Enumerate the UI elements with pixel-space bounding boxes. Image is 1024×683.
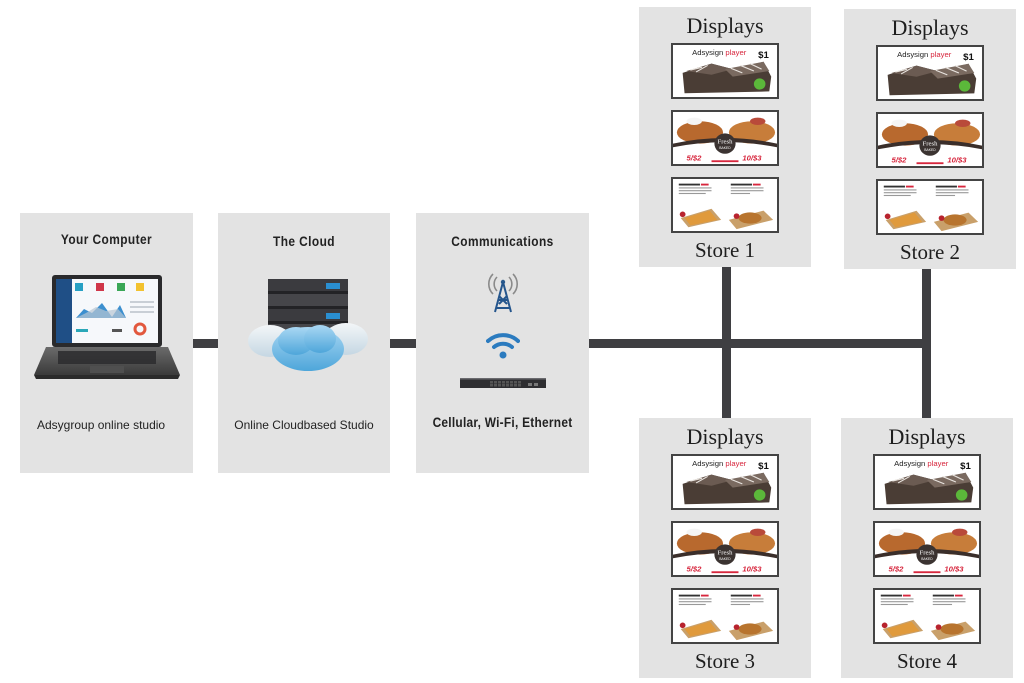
svg-text:10/$3: 10/$3 (944, 564, 964, 573)
panel-communications: Communications Cellular, Wi-Fi, Et (416, 213, 589, 473)
svg-text:10/$3: 10/$3 (947, 155, 967, 164)
store-panel-4: Displays Adsysign player $1 Fresh (841, 418, 1013, 678)
svg-text:Adsysign player: Adsysign player (897, 50, 952, 59)
display-screen-fresh-baked: Fresh BAKED 5/$2 10/$3 (671, 110, 779, 166)
svg-text:5/$2: 5/$2 (686, 564, 702, 573)
store-label: Store 4 (896, 649, 958, 673)
display-screen-fresh-baked: Fresh BAKED 5/$2 10/$3 (876, 112, 984, 168)
cell-tower-icon (485, 268, 521, 314)
svg-text:$1: $1 (758, 461, 769, 472)
display-screen-promo: Adsysign player $1 (873, 454, 981, 510)
display-screen-fresh-baked: Fresh BAKED 5/$2 10/$3 (671, 521, 779, 577)
display-screen-menu (876, 179, 984, 235)
svg-text:Adsysign player: Adsysign player (894, 459, 949, 468)
svg-text:Adsysign player: Adsysign player (692, 48, 747, 57)
display-screen-promo: Adsysign player $1 (671, 43, 779, 99)
svg-text:Fresh: Fresh (718, 550, 734, 557)
display-screen-menu (873, 588, 981, 644)
connector-cloud-comms (390, 339, 416, 348)
panel-your-computer: Your Computer (20, 213, 193, 473)
wifi-icon (486, 331, 520, 359)
svg-text:5/$2: 5/$2 (686, 153, 702, 162)
store-label: Store 2 (899, 240, 961, 264)
display-screen-menu (671, 588, 779, 644)
svg-text:BAKED: BAKED (719, 146, 731, 150)
store-label: Store 1 (694, 238, 756, 262)
ethernet-switch-icon (460, 376, 546, 388)
svg-text:BAKED: BAKED (921, 557, 933, 561)
cloud-server-icon (248, 277, 368, 377)
store-panel-3: Displays Adsysign player $1 Fresh (639, 418, 811, 678)
display-screen-fresh-baked: Fresh BAKED 5/$2 10/$3 (873, 521, 981, 577)
svg-text:Adsysign player: Adsysign player (692, 459, 747, 468)
laptop-icon (32, 273, 182, 388)
displays-title: Displays (686, 424, 764, 449)
svg-text:10/$3: 10/$3 (742, 564, 762, 573)
panel-title: The Cloud (273, 233, 335, 249)
panel-caption: Online Cloudbased Studio (234, 418, 374, 432)
panel-the-cloud: The Cloud (218, 213, 390, 473)
svg-text:BAKED: BAKED (719, 557, 731, 561)
connector-main-bus (589, 339, 931, 348)
store-panel-2: Displays Adsysign player $1 Fresh (844, 9, 1016, 269)
displays-title: Displays (686, 13, 764, 38)
display-screen-promo: Adsysign player $1 (876, 45, 984, 101)
panel-title: Your Computer (60, 231, 153, 247)
panel-title: Communications (451, 233, 554, 249)
panel-caption: Cellular, Wi-Fi, Ethernet (432, 414, 573, 430)
svg-text:$1: $1 (960, 461, 971, 472)
svg-text:Fresh: Fresh (923, 141, 939, 148)
svg-text:Fresh: Fresh (718, 139, 734, 146)
connector-store1-store3 (722, 266, 731, 418)
displays-title: Displays (888, 424, 966, 449)
svg-text:5/$2: 5/$2 (891, 155, 907, 164)
display-screen-promo: Adsysign player $1 (671, 454, 779, 510)
connector-computer-cloud (193, 339, 218, 348)
display-screen-menu (671, 177, 779, 233)
svg-text:Fresh: Fresh (920, 550, 936, 557)
svg-text:BAKED: BAKED (924, 148, 936, 152)
svg-text:$1: $1 (963, 52, 974, 63)
store-label: Store 3 (694, 649, 756, 673)
displays-title: Displays (891, 15, 969, 40)
svg-text:$1: $1 (758, 50, 769, 61)
connector-store2-store4 (922, 266, 931, 418)
svg-text:5/$2: 5/$2 (888, 564, 904, 573)
svg-text:10/$3: 10/$3 (742, 153, 762, 162)
store-panel-1: Displays Adsysign player $1 Fresh (639, 7, 811, 267)
panel-caption: Adsygroup online studio (37, 418, 166, 432)
